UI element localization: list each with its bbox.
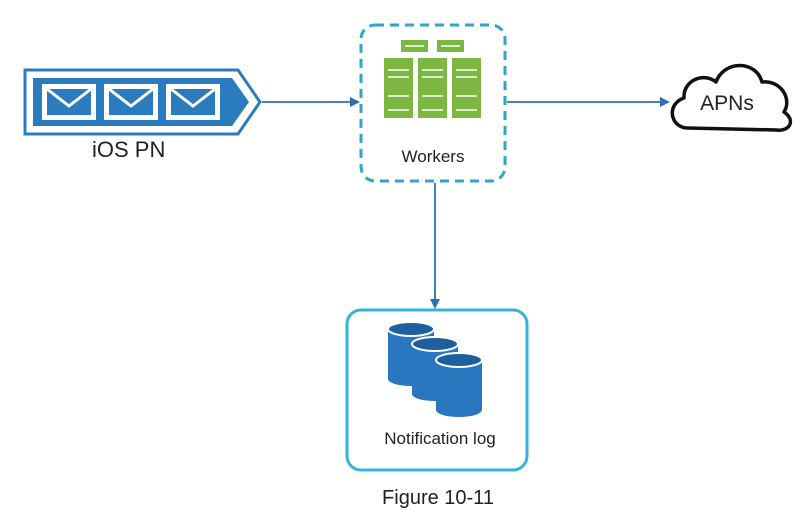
- envelope-icon: [42, 84, 96, 120]
- server-rack-icon: [384, 40, 481, 118]
- notification-log-label: Notification log: [384, 429, 496, 448]
- ios-pn-label: iOS PN: [92, 137, 166, 162]
- ios-pn-queue-icon: [23, 68, 262, 136]
- workers-label: Workers: [401, 147, 465, 166]
- cloud-icon: [670, 63, 793, 132]
- envelope-icon: [104, 84, 158, 120]
- envelope-icon: [166, 84, 220, 120]
- database-icon: [387, 321, 483, 417]
- apns-label: APNs: [700, 92, 754, 115]
- figure-caption: Figure 10-11: [382, 487, 494, 509]
